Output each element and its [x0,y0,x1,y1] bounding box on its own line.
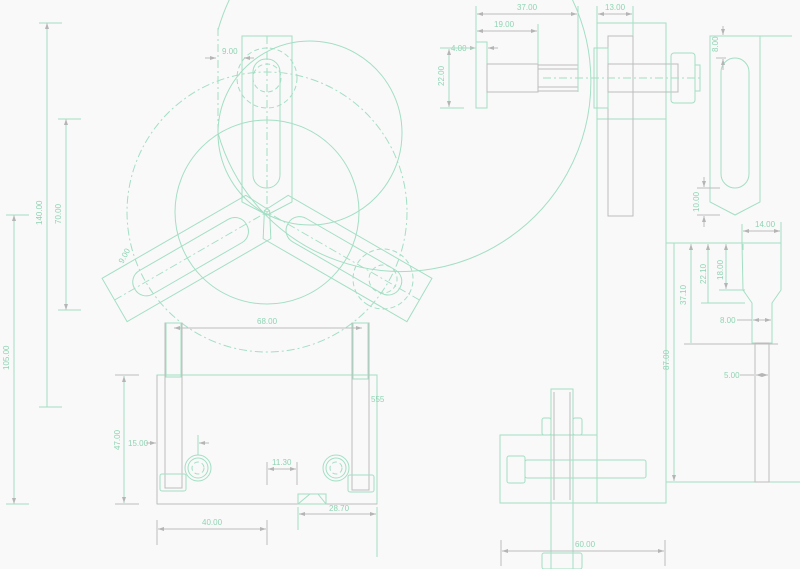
bolt-right [347,322,375,493]
jaw-arm-right [262,194,433,323]
screw-head [741,242,782,344]
dim-105: 105.00 [2,345,11,370]
side-view: 13.00 60.00 87.00 [499,3,800,569]
dim-70: 70.00 [54,203,63,224]
jaw-arm-top [236,35,298,216]
outer-body-arc [217,0,592,272]
dim-9-top: 9.00 [222,47,238,56]
dim-140: 140.00 [35,200,44,225]
dim-8-screw: 8.00 [720,316,736,325]
key-slot [297,493,327,505]
dim-60: 60.00 [575,540,596,549]
bolt-left [159,322,187,492]
jaw-view: 8.00 10.00 [692,26,792,227]
socket-head-left [184,454,212,482]
jaw-arm-left [101,194,272,323]
dim-19: 19.00 [494,20,515,29]
dim-47: 47.00 [113,429,122,450]
dim-40: 40.00 [202,518,223,527]
dim-5: 5.00 [724,371,740,380]
inner-bore-circle [217,40,403,226]
dim-13: 13.00 [605,3,626,12]
dim-37-1: 37.10 [679,284,688,305]
dim-14: 14.00 [755,220,776,229]
dim-22: 22.00 [437,65,446,86]
dim-37: 37.00 [517,3,538,12]
front-view: 68.00 47.00 15.00 11.30 555 40.00 28.70 [113,317,385,557]
pin-view: 37.00 19.00 4.00 22.00 [437,3,579,109]
dim-10: 10.00 [692,191,701,212]
dim-555: 555 [371,395,385,404]
dim-15: 15.00 [128,439,149,448]
dim-22-1: 22.10 [699,263,708,284]
dim-28-7: 28.70 [329,504,350,513]
socket-head-right [322,454,350,482]
dim-11-3: 11.30 [272,458,292,467]
screw-view: 14.00 37.10 22.10 18.00 8.00 5.00 [666,220,782,483]
dim-87: 87.00 [662,349,671,370]
dim-8-jaw: 8.00 [711,36,720,52]
dim-68: 68.00 [257,317,278,326]
dim-18: 18.00 [716,259,725,280]
top-view: 140.00 70.00 105.00 9.00 9.00 [2,0,592,505]
